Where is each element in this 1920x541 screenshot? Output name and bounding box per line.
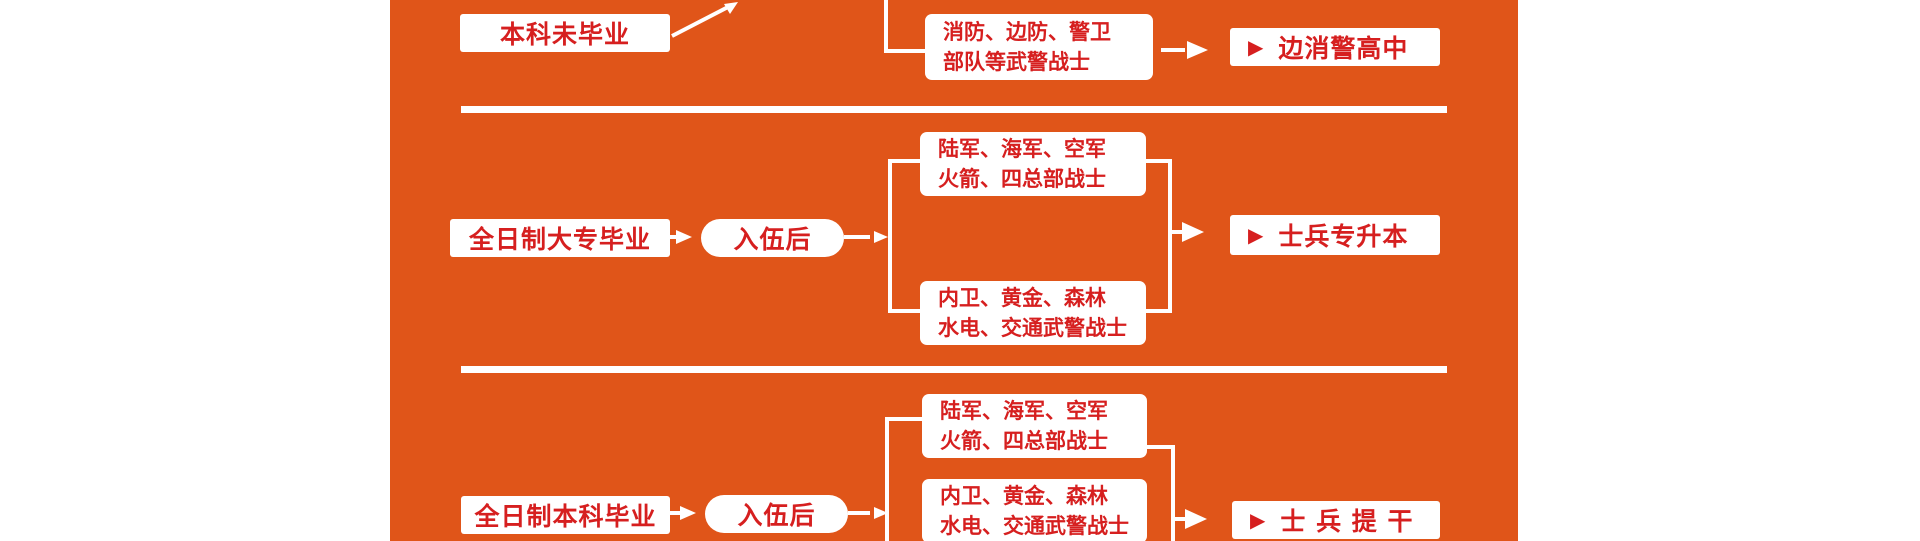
source-box-fulltime-college-graduate: 全日制大专毕业 bbox=[450, 219, 670, 257]
arrowhead bbox=[1187, 41, 1208, 59]
section-divider bbox=[461, 106, 1447, 113]
branch-box-army-navy-airforce: 陆军、海军、空军 火箭、四总部战士 bbox=[920, 132, 1146, 196]
step-pill-after-enlistment: 入伍后 bbox=[705, 495, 848, 533]
result-box-border-fire-guard-highschool: ▶ 边消警高中 bbox=[1230, 28, 1440, 66]
bracket-line bbox=[888, 159, 920, 313]
arrowhead bbox=[724, 2, 738, 14]
result-label: 士兵专升本 bbox=[1278, 222, 1409, 251]
result-box-soldier-college-upgrade: ▶ 士兵专升本 bbox=[1230, 215, 1440, 255]
branch-line-1: 内卫、黄金、森林 bbox=[938, 285, 1106, 310]
arrowhead bbox=[874, 231, 888, 243]
source-box-undergraduate-unfinished: 本科未毕业 bbox=[460, 14, 670, 52]
branch-line-2: 水电、交通武警战士 bbox=[938, 315, 1127, 340]
bracket-line bbox=[884, 0, 925, 53]
arrowhead bbox=[676, 230, 692, 244]
branch-line-1: 内卫、黄金、森林 bbox=[940, 483, 1108, 508]
branch-line-1: 陆军、海军、空军 bbox=[938, 136, 1106, 161]
play-triangle-icon: ▶ bbox=[1248, 35, 1265, 59]
step-pill-after-enlistment: 入伍后 bbox=[701, 219, 844, 257]
result-label: 边消警高中 bbox=[1278, 34, 1409, 63]
poster-panel: 本科未毕业 消防、边防、警卫 部队等武警战士 ▶ 边消警高中 全日制大专毕业 入… bbox=[390, 0, 1518, 541]
arrow-line bbox=[671, 4, 731, 38]
branch-box-army-navy-airforce: 陆军、海军、空军 火箭、四总部战士 bbox=[922, 394, 1147, 458]
bracket-line bbox=[885, 417, 922, 541]
branch-line-2: 水电、交通武警战士 bbox=[940, 513, 1129, 538]
arrowhead bbox=[680, 506, 696, 520]
branch-line-1: 陆军、海军、空军 bbox=[940, 398, 1108, 423]
branch-line-2: 部队等武警战士 bbox=[943, 49, 1090, 74]
section-divider bbox=[461, 366, 1447, 373]
branch-line-2: 火箭、四总部战士 bbox=[938, 166, 1106, 191]
branch-box-armed-police: 内卫、黄金、森林 水电、交通武警战士 bbox=[922, 479, 1147, 541]
branch-line-1: 消防、边防、警卫 bbox=[943, 19, 1111, 44]
source-box-fulltime-undergraduate-graduate: 全日制本科毕业 bbox=[461, 496, 670, 534]
branch-line-2: 火箭、四总部战士 bbox=[940, 428, 1108, 453]
connector-lines bbox=[670, 0, 1208, 541]
arrowhead bbox=[1182, 222, 1204, 242]
arrowhead bbox=[874, 507, 888, 519]
play-triangle-icon: ▶ bbox=[1250, 508, 1267, 532]
arrowhead bbox=[1185, 509, 1207, 529]
result-box-soldier-promotion-to-officer: ▶ 士 兵 提 干 bbox=[1232, 501, 1440, 539]
bracket-line bbox=[1147, 445, 1175, 541]
bracket-line bbox=[1146, 159, 1172, 313]
branch-box-fire-border-guard: 消防、边防、警卫 部队等武警战士 bbox=[925, 14, 1153, 80]
branch-box-armed-police: 内卫、黄金、森林 水电、交通武警战士 bbox=[920, 281, 1146, 345]
result-label: 士 兵 提 干 bbox=[1280, 507, 1414, 536]
play-triangle-icon: ▶ bbox=[1248, 223, 1265, 247]
